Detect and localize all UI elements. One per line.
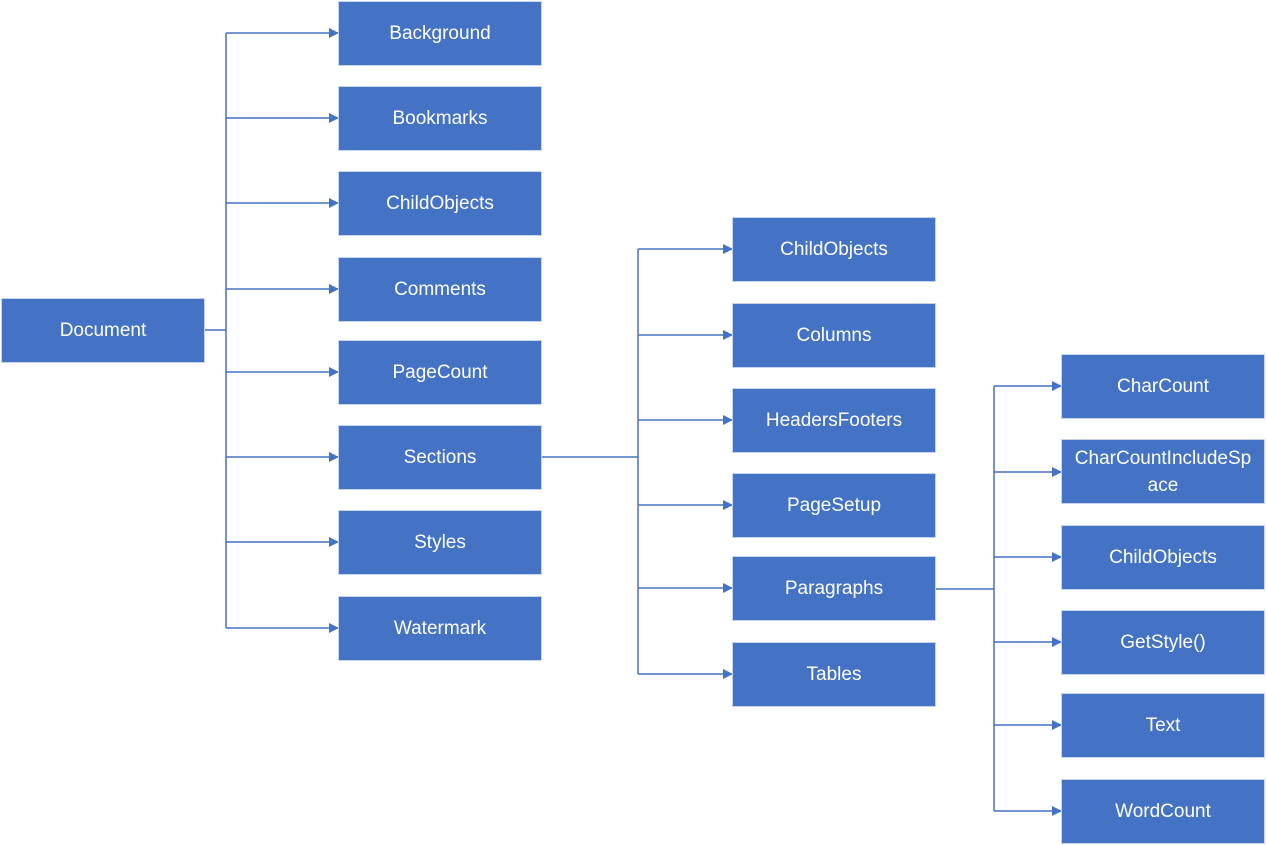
node-watermark: Watermark — [338, 596, 542, 661]
node-pagesetup: PageSetup — [732, 473, 936, 538]
node-label: Sections — [403, 447, 477, 468]
node-label: Document — [59, 320, 147, 341]
node-label: CharCountIncludeSpace — [1074, 447, 1252, 496]
node-pagecount: PageCount — [338, 340, 542, 405]
node-label: HeadersFooters — [765, 410, 903, 431]
node-label: Paragraphs — [784, 578, 884, 599]
node-section-childobjects: ChildObjects — [732, 217, 936, 282]
node-comments: Comments — [338, 257, 542, 322]
node-document: Document — [1, 298, 205, 363]
node-text: Text — [1061, 693, 1265, 758]
node-label: PageSetup — [786, 495, 882, 516]
node-label: ChildObjects — [386, 193, 494, 214]
node-label: Tables — [806, 664, 862, 685]
node-label: Text — [1145, 715, 1181, 736]
node-label: WordCount — [1115, 801, 1211, 822]
node-charcount: CharCount — [1061, 354, 1265, 419]
node-columns: Columns — [732, 303, 936, 368]
node-label: Bookmarks — [392, 108, 488, 129]
node-label: Comments — [394, 279, 486, 300]
node-label: GetStyle() — [1120, 632, 1206, 653]
node-label: Columns — [796, 325, 872, 346]
node-label: Background — [389, 23, 491, 44]
node-label: ChildObjects — [1109, 547, 1217, 568]
node-bookmarks: Bookmarks — [338, 86, 542, 151]
node-label: PageCount — [392, 362, 488, 383]
node-getstyle: GetStyle() — [1061, 610, 1265, 675]
node-wordcount: WordCount — [1061, 779, 1265, 844]
node-background: Background — [338, 1, 542, 66]
node-paragraph-childobjects: ChildObjects — [1061, 525, 1265, 590]
node-charcountincludespace: CharCountIncludeSpace — [1061, 439, 1265, 504]
node-sections: Sections — [338, 425, 542, 490]
node-label: Watermark — [393, 618, 487, 639]
node-paragraphs: Paragraphs — [732, 556, 936, 621]
node-label: Styles — [414, 532, 466, 553]
node-document-childobjects: ChildObjects — [338, 171, 542, 236]
node-headersfooters: HeadersFooters — [732, 388, 936, 453]
node-tables: Tables — [732, 642, 936, 707]
node-label: ChildObjects — [780, 239, 888, 260]
node-styles: Styles — [338, 510, 542, 575]
node-label: CharCount — [1117, 376, 1209, 397]
